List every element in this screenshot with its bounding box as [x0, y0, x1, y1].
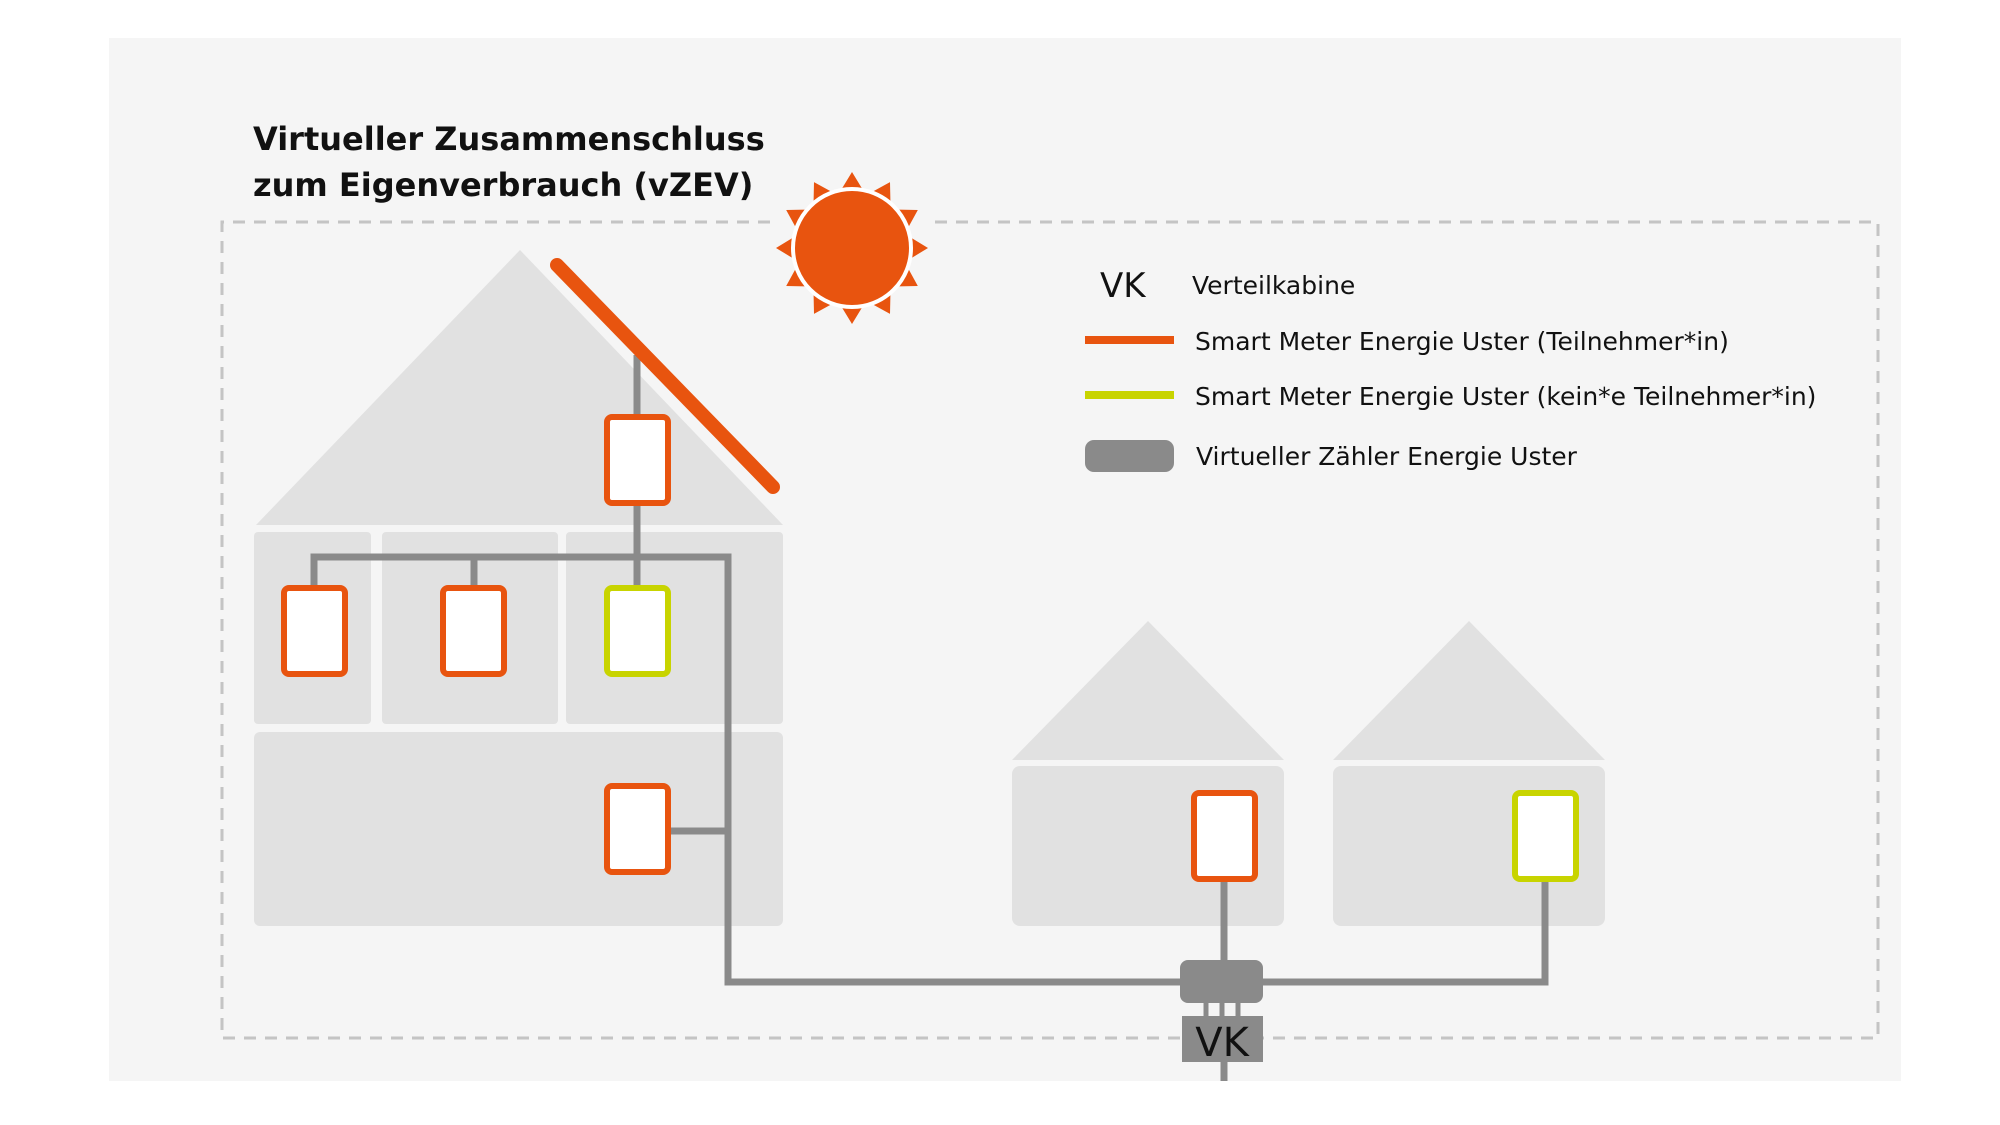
legend-label-non-participant: Smart Meter Energie Uster (kein*e Teilne… [1195, 382, 1816, 411]
meters [281, 414, 1579, 882]
distribution-cabinet [1182, 1016, 1263, 1062]
smart-meter-non-participant [604, 585, 671, 677]
smart-meter-participant [1191, 790, 1258, 882]
vk-connectors [1203, 1000, 1241, 1018]
distribution-cabinet-label: VK [1195, 1020, 1250, 1066]
legend-virtual-meter-swatch [1085, 440, 1174, 472]
legend-non-participant-swatch [1085, 391, 1174, 399]
vzev-boundary [220, 220, 1880, 1040]
smart-meter-participant [604, 783, 671, 875]
solar-panel [550, 258, 780, 494]
legend-participant-swatch [1085, 336, 1174, 344]
smart-meter-non-participant [1512, 790, 1579, 882]
wire [310, 553, 1180, 986]
floor-cell [566, 532, 783, 724]
sun-disc [791, 187, 913, 309]
title-line-2: zum Eigenverbrauch (vZEV) [253, 166, 753, 204]
roof [1333, 621, 1605, 760]
smart-meter-participant [440, 585, 507, 677]
legend-label-vk: Verteilkabine [1192, 271, 1355, 300]
title-line-1: Virtueller Zusammenschluss [253, 120, 765, 158]
sun-icon [776, 172, 928, 324]
legend-label-virtual-meter: Virtueller Zähler Energie Uster [1196, 442, 1578, 471]
legend-vk-symbol: VK [1100, 266, 1147, 306]
smart-meter-participant [281, 585, 348, 677]
ground-floor [254, 732, 783, 926]
legend: VK Verteilkabine Smart Meter Energie Ust… [1085, 266, 1816, 472]
legend-label-participant: Smart Meter Energie Uster (Teilnehmer*in… [1195, 327, 1729, 356]
virtual-meter [1180, 960, 1263, 1003]
wire [1254, 878, 1549, 986]
smart-meter-participant [604, 414, 671, 506]
roof [1012, 621, 1284, 760]
